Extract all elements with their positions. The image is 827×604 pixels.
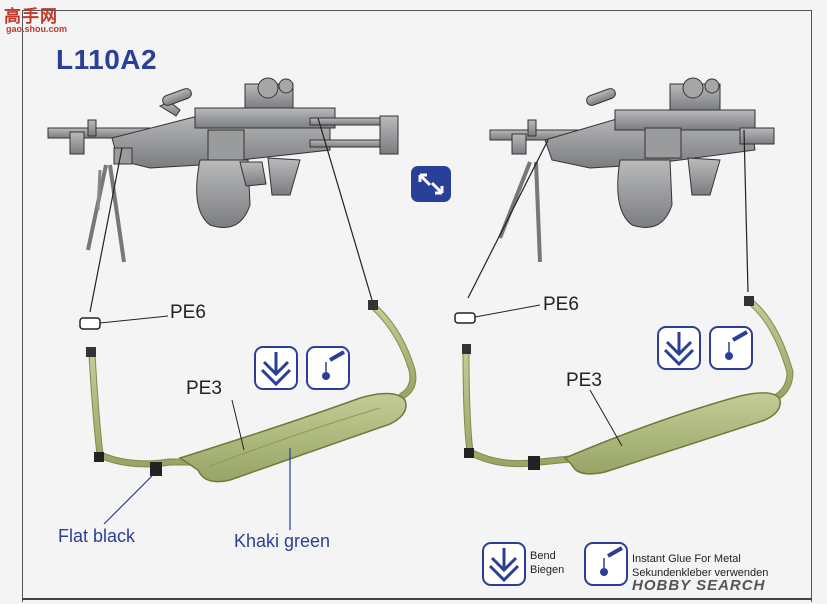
- flat-black-note: Flat black: [58, 526, 136, 546]
- left-front-leader-line: [89, 147, 123, 313]
- right-pe3-leader: [589, 389, 623, 447]
- alternate-view-icon: [411, 166, 451, 202]
- watermark-top-line2: gao.shou.com: [6, 24, 68, 34]
- bend-arrow-icon: [663, 332, 695, 367]
- right-glue-icon: [709, 326, 753, 370]
- watermark-top-line1: 高手网: [4, 7, 58, 26]
- glue-drop-icon: [725, 330, 748, 360]
- left-rear-leader-line: [317, 117, 373, 301]
- left-pe3-leader: [231, 399, 245, 451]
- left-machine-gun: [47, 77, 399, 263]
- khaki-green-note: Khaki green: [234, 531, 331, 551]
- legend-glue-icon: [584, 542, 628, 586]
- glue-drop-icon: [322, 350, 345, 380]
- legend-bend-line1: Bend: [530, 550, 556, 562]
- left-sling: [79, 117, 417, 530]
- legend-glue-line1: Instant Glue For Metal: [632, 553, 741, 565]
- right-pe6-label: PE6: [543, 294, 579, 315]
- bend-arrow-icon: [260, 352, 292, 387]
- glue-drop-icon: [600, 546, 623, 576]
- legend-glue-line2: Sekundenkleber verwenden: [632, 567, 769, 579]
- right-pe6-leader: [474, 304, 541, 318]
- right-pe3-label: PE3: [566, 370, 602, 391]
- flat-black-leader: [103, 475, 153, 525]
- left-pe6-part: [79, 317, 101, 330]
- legend-bend-line2: Biegen: [530, 564, 565, 576]
- right-pe6-part: [454, 312, 476, 324]
- legend-bend-icon: [482, 542, 526, 586]
- right-sling: [454, 129, 794, 475]
- left-glue-icon: [306, 346, 350, 390]
- left-pe3-label: PE3: [186, 378, 222, 399]
- watermark-bottom: HOBBY SEARCH: [632, 577, 766, 594]
- left-pe6-leader: [99, 315, 169, 324]
- page-frame: [22, 10, 812, 602]
- left-pe6-label: PE6: [170, 302, 206, 323]
- model-title: L110A2: [56, 44, 158, 75]
- legend-bend-text: Bend Biegen: [530, 549, 564, 577]
- watermark-top: 高手网 gao.shou.com: [4, 2, 74, 36]
- bottom-divider: [22, 598, 812, 600]
- legend-glue-text: Instant Glue For Metal Sekundenkleber ve…: [632, 552, 768, 580]
- right-machine-gun: [489, 77, 775, 263]
- right-bend-icon: [657, 326, 701, 370]
- bend-arrow-icon: [488, 548, 520, 583]
- left-bend-icon: [254, 346, 298, 390]
- left-flat-black-buckle: [150, 462, 162, 476]
